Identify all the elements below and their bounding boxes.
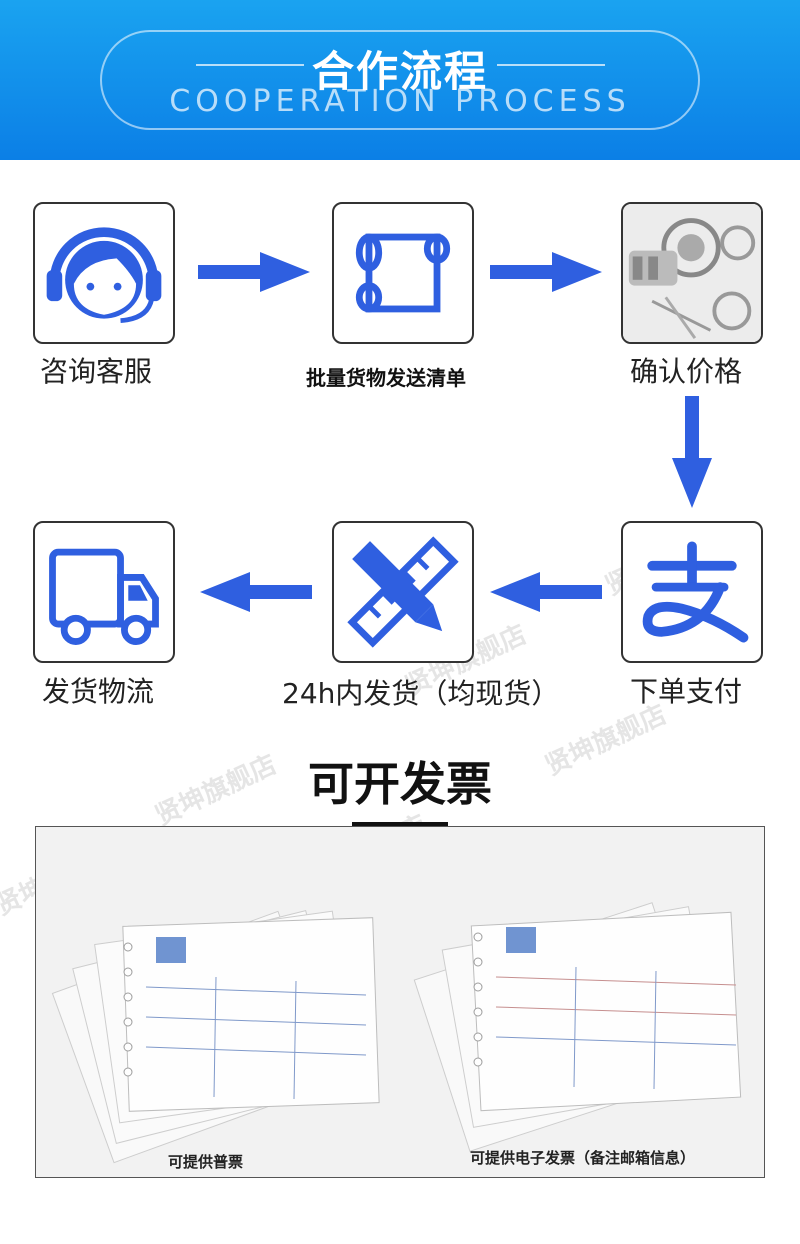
page-subtitle: COOPERATION PROCESS [169, 84, 631, 119]
step-confirm-price [621, 202, 763, 344]
step-label: 批量货物发送清单 [306, 366, 466, 390]
invoice-image-frame: 可提供普票 可提供电子发票（备注邮箱信息） [35, 826, 765, 1178]
step-label: 发货物流 [42, 675, 155, 708]
invoice-title-underline [352, 822, 448, 826]
arrow-down-icon [672, 396, 712, 508]
scroll-list-icon [355, 233, 451, 313]
arrow-right-icon [490, 252, 602, 292]
alipay-icon [642, 541, 749, 643]
machine-parts-icon [623, 204, 761, 342]
step-customer-service [33, 202, 175, 344]
step-payment [621, 521, 763, 663]
banner-divider-right [497, 64, 605, 66]
step-label: 咨询客服 [40, 355, 153, 388]
invoice-stack-image [36, 827, 764, 1177]
invoice-caption-electronic: 可提供电子发票（备注邮箱信息） [470, 1149, 696, 1167]
customer-service-headset-icon [46, 227, 162, 324]
arrow-right-icon [198, 252, 310, 292]
step-label: 24h内发货（均现货） [282, 677, 560, 710]
pencil-ruler-icon [347, 536, 459, 648]
banner-outline [100, 30, 700, 130]
step-label: 下单支付 [630, 675, 743, 708]
step-label: 确认价格 [630, 355, 743, 388]
banner-divider-left [196, 64, 304, 66]
delivery-truck-icon [49, 548, 159, 645]
invoice-caption-paper: 可提供普票 [168, 1153, 244, 1171]
step-24h-shipping [332, 521, 474, 663]
arrow-left-icon [490, 572, 602, 612]
step-logistics [33, 521, 175, 663]
page-title: 合作流程 [311, 47, 488, 96]
arrow-left-icon [200, 572, 312, 612]
invoice-title: 可开发票 [308, 757, 492, 811]
header-banner: 合作流程 COOPERATION PROCESS [0, 0, 800, 160]
step-send-list [332, 202, 474, 344]
